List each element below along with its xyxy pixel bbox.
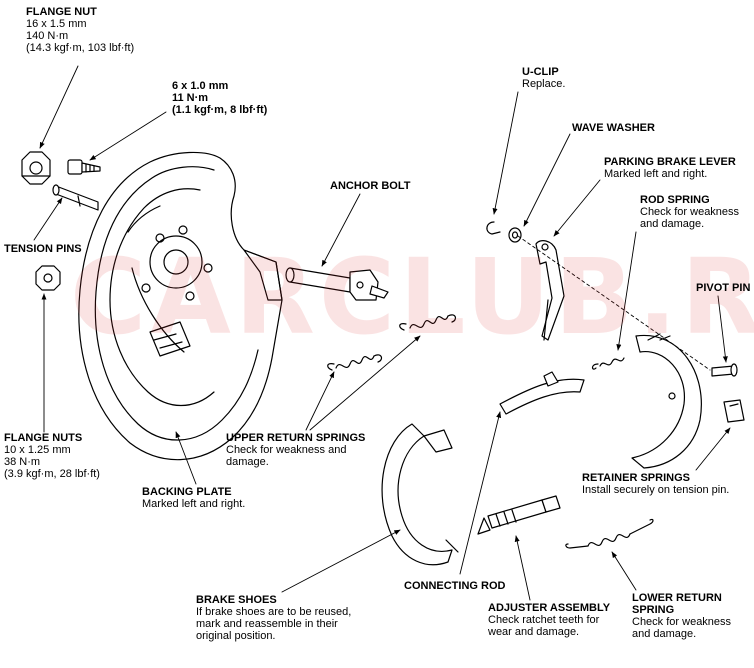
label-line: and damage. — [632, 628, 697, 640]
label-retainer-springs: RETAINER SPRINGS Install securely on ten… — [582, 472, 729, 496]
label-line: If brake shoes are to be reused, — [196, 606, 352, 618]
u-clip — [486, 221, 501, 235]
leader-lines — [33, 65, 731, 601]
label-tension-pins: TENSION PINS — [4, 243, 82, 255]
pivot-pin — [711, 363, 738, 377]
label-flange-nut: FLANGE NUT 16 x 1.5 mm 140 N·m (14.3 kgf… — [26, 6, 134, 54]
lower-return-spring — [565, 518, 654, 549]
label-title: LOWER RETURN — [632, 592, 722, 604]
label-upper-return-springs: UPPER RETURN SPRINGS Check for weakness … — [226, 432, 365, 468]
label-brake-shoes: BRAKE SHOES If brake shoes are to be reu… — [196, 594, 351, 642]
rod-spring — [591, 357, 625, 370]
brake-shoe-left — [381, 423, 459, 566]
label-title: CONNECTING ROD — [404, 580, 506, 592]
adjuster-assembly — [477, 495, 561, 535]
label-line: mark and reassemble in their — [196, 618, 338, 630]
label-title: ROD SPRING — [640, 194, 710, 206]
label-adjuster-assembly: ADJUSTER ASSEMBLY Check ratchet teeth fo… — [488, 602, 610, 638]
label-line: (14.3 kgf·m, 103 lbf·ft) — [26, 42, 135, 54]
parking-brake-lever — [535, 240, 565, 341]
label-line: Check ratchet teeth for — [488, 614, 600, 626]
label-line: Check for weakness and — [226, 444, 347, 456]
label-title: TENSION PINS — [4, 243, 82, 255]
label-anchor-bolt: ANCHOR BOLT — [330, 180, 410, 192]
label-title: UPPER RETURN SPRINGS — [226, 432, 366, 444]
flange-nut-lower — [35, 265, 61, 291]
label-line: 6 x 1.0 mm — [172, 80, 229, 92]
label-line: (1.1 kgf·m, 8 lbf·ft) — [172, 104, 268, 116]
label-parking-brake-lever: PARKING BRAKE LEVER Marked left and righ… — [604, 156, 736, 180]
label-line: (3.9 kgf·m, 28 lbf·ft) — [4, 468, 100, 480]
label-wave-washer: WAVE WASHER — [572, 122, 655, 134]
brake-shoe-right — [631, 333, 702, 469]
retainer-spring-clip — [723, 399, 745, 423]
small-bolt — [67, 159, 101, 175]
label-line: wear and damage. — [488, 626, 580, 638]
label-backing-plate: BACKING PLATE Marked left and right. — [142, 486, 245, 510]
backing-plate — [78, 151, 283, 461]
label-title: PARKING BRAKE LEVER — [604, 156, 736, 168]
label-line: 11 N·m — [172, 92, 209, 104]
label-line: Check for weakness — [640, 206, 740, 218]
label-title: RETAINER SPRINGS — [582, 472, 690, 484]
label-rod-spring: ROD SPRING Check for weakness and damage… — [640, 194, 739, 230]
label-line: damage. — [226, 456, 269, 468]
label-title: FLANGE NUT — [26, 6, 97, 18]
label-line: Marked left and right. — [604, 168, 708, 180]
label-title: SPRING — [632, 604, 675, 616]
label-title: BRAKE SHOES — [196, 594, 277, 606]
label-line: original position. — [196, 630, 276, 642]
label-title: WAVE WASHER — [572, 122, 655, 134]
label-title: FLANGE NUTS — [4, 432, 83, 444]
label-pivot-pin: PIVOT PIN — [696, 282, 750, 294]
label-lower-return-spring: LOWER RETURN SPRING Check for weakness a… — [632, 592, 731, 640]
label-flange-nuts: FLANGE NUTS 10 x 1.25 mm 38 N·m (3.9 kgf… — [4, 432, 100, 480]
anchor-bolt — [285, 267, 389, 301]
label-title: ANCHOR BOLT — [330, 180, 411, 192]
watermark: CARCLUB.RU — [70, 236, 754, 358]
tension-pins — [52, 184, 99, 211]
label-line: Check for weakness — [632, 616, 732, 628]
connecting-rod — [499, 371, 585, 415]
label-title: BACKING PLATE — [142, 486, 232, 498]
label-line: and damage. — [640, 218, 705, 230]
label-title: PIVOT PIN — [696, 282, 751, 294]
label-line: Marked left and right. — [142, 498, 246, 510]
label-u-clip: U-CLIP Replace. — [522, 66, 565, 90]
label-line: 10 x 1.25 mm — [4, 444, 71, 456]
label-connecting-rod: CONNECTING ROD — [404, 580, 505, 592]
label-line: 16 x 1.5 mm — [26, 18, 87, 30]
flange-nut-top — [21, 151, 51, 185]
wave-washer — [508, 227, 522, 243]
label-title: ADJUSTER ASSEMBLY — [488, 602, 611, 614]
label-6x1-bolt: 6 x 1.0 mm 11 N·m (1.1 kgf·m, 8 lbf·ft) — [172, 80, 267, 116]
label-line: 140 N·m — [26, 30, 69, 42]
label-line: Replace. — [522, 78, 566, 90]
label-title: U-CLIP — [522, 66, 559, 78]
label-line: 38 N·m — [4, 456, 41, 468]
upper-return-springs — [327, 314, 457, 371]
label-line: Install securely on tension pin. — [582, 484, 730, 496]
